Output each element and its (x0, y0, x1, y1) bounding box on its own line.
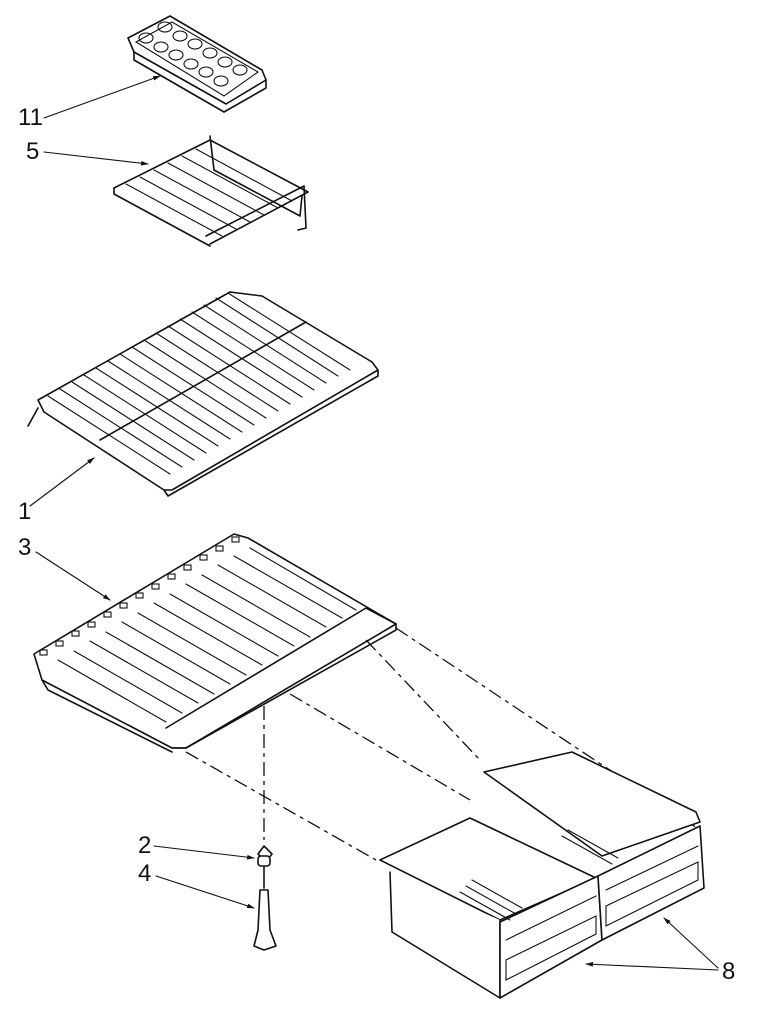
leader-arrows (29, 75, 719, 971)
callout-3: 3 (18, 534, 32, 561)
callout-11: 11 (18, 104, 43, 131)
small-shelf-part (113, 135, 309, 247)
callout-8: 8 (722, 958, 736, 985)
crisper-cover-part (33, 533, 397, 753)
wire-shelf-part (27, 291, 379, 497)
ice-tray-part (127, 15, 267, 113)
crisper-drawers-part (379, 751, 705, 999)
callout-4: 4 (138, 860, 152, 887)
clip-and-rod-part (253, 845, 277, 951)
callout-5: 5 (26, 138, 40, 165)
callout-2: 2 (138, 832, 152, 859)
callout-1: 1 (18, 498, 32, 525)
alignment-lines (185, 627, 701, 861)
